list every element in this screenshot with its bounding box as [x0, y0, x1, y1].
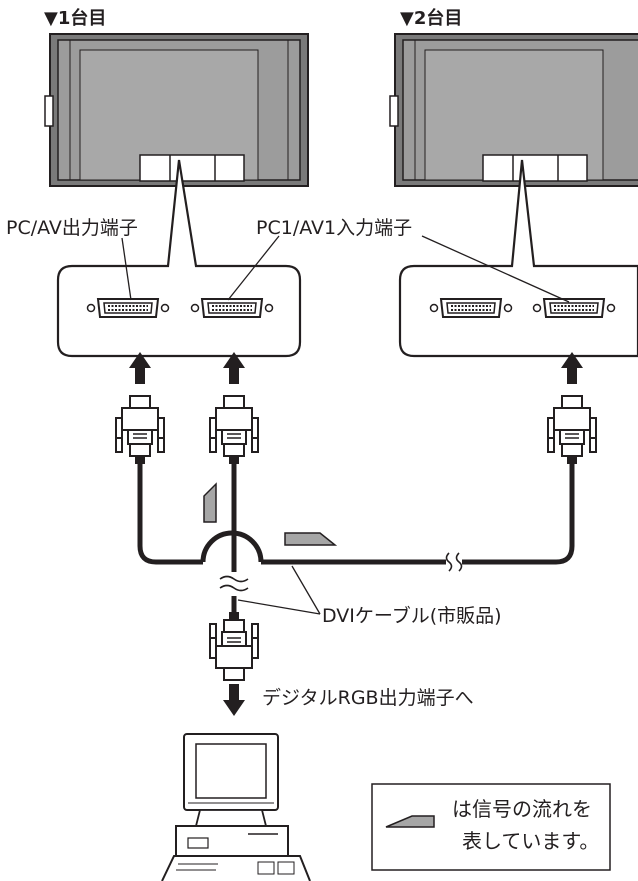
dvi-plug-3	[547, 395, 597, 465]
output-port-connector	[86, 298, 170, 318]
leader-input-port-2	[421, 235, 570, 303]
monitor-2-label: ▼2台目	[400, 7, 462, 29]
legend-arrow-icon	[385, 815, 435, 828]
callout-panel-1	[56, 159, 302, 358]
computer	[161, 733, 311, 881]
dvi-plug-2	[209, 395, 259, 465]
cable-break-mark-vertical	[219, 575, 249, 592]
cable-label: DVIケーブル(市販品)	[322, 604, 502, 627]
output-port-label: PC/AV出力端子	[6, 217, 138, 239]
legend-line-1: は信号の流れを	[452, 797, 592, 821]
input-port-label: PC1/AV1入力端子	[256, 217, 412, 239]
callout-panel-2	[398, 159, 638, 358]
leader-cable	[237, 565, 321, 615]
signal-arrow-up	[203, 482, 217, 523]
down-arrow	[223, 684, 245, 716]
dvi-plug-pc	[209, 611, 259, 681]
leader-output-port	[121, 237, 132, 301]
monitor-1	[44, 33, 309, 187]
pc-port-label: デジタルRGB出力端子へ	[262, 687, 474, 709]
input-port-connector-2b	[532, 298, 616, 318]
legend-box: は信号の流れを 表しています。	[371, 783, 611, 871]
signal-arrow-right	[284, 532, 338, 546]
cable-break-mark-horizontal	[445, 552, 463, 572]
dvi-plug-1	[115, 395, 165, 465]
leader-input-port-1	[227, 235, 280, 301]
legend-line-2: 表しています。	[462, 829, 599, 853]
input-port-connector-2	[429, 298, 513, 318]
monitor-2	[389, 33, 638, 187]
monitor-1-label: ▼1台目	[44, 7, 106, 29]
input-port-connector-1	[190, 298, 274, 318]
